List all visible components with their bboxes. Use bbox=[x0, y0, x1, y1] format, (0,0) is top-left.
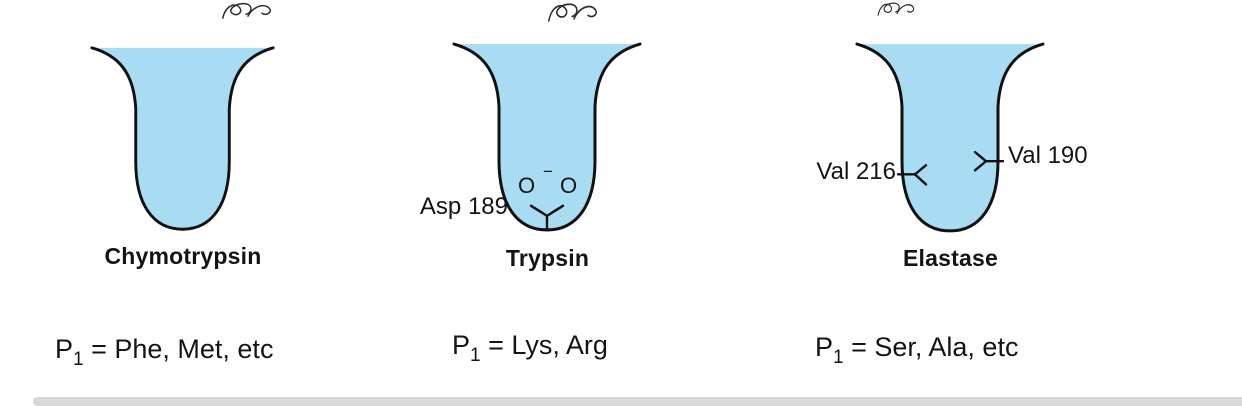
page-edge-strip bbox=[33, 397, 1242, 406]
p-symbol: P bbox=[815, 332, 834, 362]
p-subscript: 1 bbox=[470, 345, 481, 366]
carboxylate-oxygen-left: O bbox=[518, 173, 536, 198]
enzyme-label-chymotrypsin: Chymotrypsin bbox=[104, 243, 262, 269]
residue-label-val190: Val 190 bbox=[1008, 142, 1088, 169]
carboxylate-group bbox=[529, 204, 565, 232]
specificity-residues: = Lys, Arg bbox=[480, 330, 608, 360]
specificity-elastase: P1 = Ser, Ala, etc bbox=[815, 332, 1018, 369]
residue-label-val216: Val 216 bbox=[816, 158, 896, 185]
pocket-outline bbox=[90, 46, 275, 231]
carboxylate-oxygen-right: O bbox=[560, 173, 578, 198]
valine-190-side-chain bbox=[973, 150, 1005, 172]
elastase-binding-pocket bbox=[855, 42, 1045, 233]
p-subscript: 1 bbox=[833, 347, 844, 368]
enzyme-label-elastase: Elastase bbox=[903, 245, 998, 271]
specificity-chymotrypsin: P1 = Phe, Met, etc bbox=[55, 334, 273, 371]
specificity-residues: = Phe, Met, etc bbox=[83, 334, 274, 364]
trypsin-binding-pocket bbox=[452, 42, 642, 232]
p-symbol: P bbox=[452, 330, 471, 360]
backbone-squiggle-icon bbox=[222, 3, 271, 19]
negative-charge: − bbox=[543, 162, 553, 181]
valine-216-side-chain bbox=[896, 164, 928, 186]
p-symbol: P bbox=[55, 334, 74, 364]
pocket-fill bbox=[454, 44, 640, 230]
backbone-squiggle-icon bbox=[548, 3, 597, 22]
enzyme-label-trypsin: Trypsin bbox=[505, 245, 590, 271]
chymotrypsin-binding-pocket bbox=[90, 46, 275, 231]
pocket-fill bbox=[857, 44, 1043, 231]
pocket-outline bbox=[855, 42, 1045, 233]
specificity-trypsin: P1 = Lys, Arg bbox=[452, 330, 608, 367]
p-subscript: 1 bbox=[73, 349, 84, 370]
pocket-fill bbox=[91, 47, 274, 230]
specificity-residues: = Ser, Ala, etc bbox=[843, 332, 1019, 362]
residue-label-asp189: Asp 189 bbox=[419, 193, 508, 220]
backbone-squiggle-icon bbox=[877, 2, 915, 16]
